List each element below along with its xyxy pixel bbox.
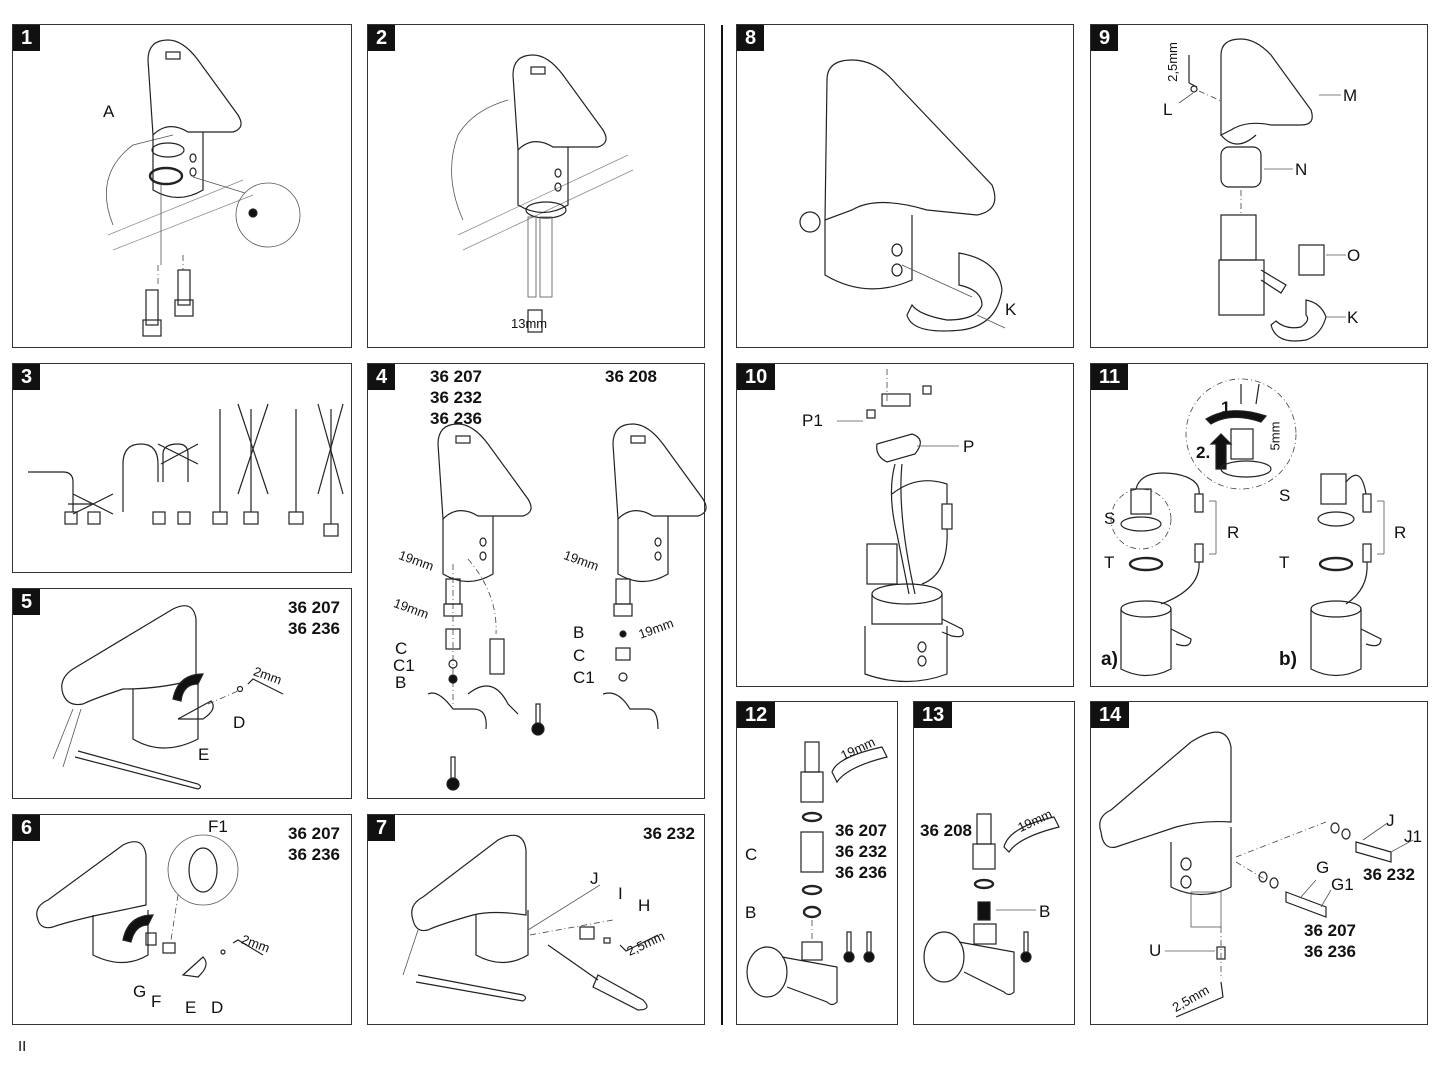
part-label-j: J xyxy=(590,869,599,888)
part-label-d: D xyxy=(233,713,246,732)
step-10-panel: 10 P1 P xyxy=(736,363,1074,687)
part-label-k: K xyxy=(1347,308,1359,327)
reassembly-illustration xyxy=(1099,731,1414,1018)
part-label-t: T xyxy=(1279,553,1290,572)
step-number: 4 xyxy=(368,364,396,390)
part-label-d: D xyxy=(211,998,224,1017)
part-label-f: F xyxy=(151,992,162,1011)
step-number: 7 xyxy=(368,815,396,841)
step-7-panel: 7 36 232 J I H 2,5mm xyxy=(367,814,705,1025)
model-numbers: 36 207 36 236 xyxy=(288,824,340,864)
part-label-b: B xyxy=(745,903,757,922)
key-size-label: 5mm xyxy=(1267,421,1283,451)
step-14-panel: 14 J J1 36 232 G G1 36 207 36 236 U 2,5m… xyxy=(1090,701,1428,1025)
exploded-faucet-illustration xyxy=(1178,38,1346,342)
page-number: II xyxy=(18,1038,27,1055)
part-label-e: E xyxy=(198,745,210,764)
part-label-c1: C1 xyxy=(393,656,415,675)
step-9-panel: 9 2,5mm L M N O K xyxy=(1090,24,1428,348)
model-numbers-right: 36 208 xyxy=(605,367,657,386)
nut-tightening-illustration xyxy=(451,54,634,333)
step-number: 14 xyxy=(1091,702,1130,728)
step-number: 9 xyxy=(1091,25,1119,51)
part-label-p1: P1 xyxy=(802,411,823,430)
step-label-2: 2. xyxy=(1196,443,1211,462)
model-numbers-left: 36 207 36 232 36 236 xyxy=(430,367,482,428)
step-number: 11 xyxy=(1091,364,1129,390)
part-label-r: R xyxy=(1394,523,1407,542)
faucet-removal-illustration xyxy=(106,39,301,337)
electronics-module-illustration xyxy=(837,369,964,683)
temperature-limiter-illustration xyxy=(52,605,284,790)
part-label-b: B xyxy=(1039,902,1051,921)
handle-removal-illustration xyxy=(36,834,264,978)
part-label-t: T xyxy=(1104,553,1115,572)
part-label-g: G xyxy=(1316,858,1330,877)
step-12-panel: 12 36 207 36 232 36 236 19mm C B xyxy=(736,701,898,1025)
part-label-f1: F1 xyxy=(208,817,228,836)
part-label-k: K xyxy=(1005,300,1017,319)
part-label-p: P xyxy=(963,437,975,456)
part-label-c: C xyxy=(395,639,408,658)
step-13-panel: 13 36 208 19mm B xyxy=(913,701,1075,1025)
step-number: 1 xyxy=(13,25,41,51)
model-numbers: 36 208 xyxy=(920,821,972,840)
step-number: 10 xyxy=(737,364,776,390)
part-label-b: B xyxy=(573,623,585,642)
part-label-b: B xyxy=(395,673,407,692)
step-number: 3 xyxy=(13,364,41,390)
step-number: 13 xyxy=(914,702,953,728)
part-label-g1: G1 xyxy=(1331,875,1354,894)
part-label-a: A xyxy=(103,102,115,121)
part-label-l: L xyxy=(1163,100,1173,119)
step-number: 12 xyxy=(737,702,776,728)
flow-restrictor-illustration xyxy=(923,813,1060,996)
model-numbers: 36 232 xyxy=(643,824,695,843)
step-11-panel: 11 1. 2. 5mm S R T a) S R T xyxy=(1090,363,1428,687)
step-2-panel: 2 13mm xyxy=(367,24,705,348)
step-label-1: 1. xyxy=(1221,398,1236,417)
part-label-r: R xyxy=(1227,523,1240,542)
part-label-o: O xyxy=(1347,246,1361,265)
step-number: 6 xyxy=(13,815,41,841)
part-label-g: G xyxy=(133,982,147,1001)
step-4-panel: 4 36 207 36 232 36 236 36 208 19mm 19mm … xyxy=(367,363,707,799)
solenoid-replacement-illustration xyxy=(1110,378,1385,677)
column-divider xyxy=(721,25,723,1025)
model-numbers: 36 207 36 232 36 236 xyxy=(835,821,887,882)
hose-connection-illustration xyxy=(427,423,707,791)
key-size-label: 2,5mm xyxy=(1164,42,1180,82)
model-numbers-g: 36 207 36 236 xyxy=(1304,921,1356,961)
step-3-panel: 3 xyxy=(12,363,352,573)
cartridge-adjust-illustration xyxy=(402,834,659,1011)
part-label-m: M xyxy=(1343,86,1358,105)
part-label-n: N xyxy=(1295,160,1308,179)
step-number: 8 xyxy=(737,25,765,51)
flow-restrictor-illustration xyxy=(746,741,888,1006)
part-label-u: U xyxy=(1149,941,1162,960)
cover-removal-illustration xyxy=(799,59,1006,332)
part-label-c1: C1 xyxy=(573,668,595,687)
hose-bending-illustration xyxy=(28,403,344,537)
model-numbers-j: 36 232 xyxy=(1363,865,1415,884)
part-label-c: C xyxy=(745,845,758,864)
part-label-c: C xyxy=(573,646,586,665)
step-5-panel: 5 36 207 36 236 2mm D E xyxy=(12,588,352,799)
part-label-j1: J1 xyxy=(1404,827,1422,846)
step-6-panel: 6 36 207 36 236 F1 2mm G F E D xyxy=(12,814,352,1025)
step-number: 5 xyxy=(13,589,41,615)
part-label-e: E xyxy=(185,998,197,1017)
part-label-s: S xyxy=(1104,509,1116,528)
variant-label-a: a) xyxy=(1101,649,1118,670)
part-label-i: I xyxy=(618,884,623,903)
part-label-s: S xyxy=(1279,486,1291,505)
step-1-panel: 1 A xyxy=(12,24,352,348)
model-numbers: 36 207 36 236 xyxy=(288,598,340,638)
part-label-j: J xyxy=(1386,811,1395,830)
step-number: 2 xyxy=(368,25,396,51)
step-8-panel: 8 K xyxy=(736,24,1074,348)
part-label-h: H xyxy=(638,896,651,915)
variant-label-b: b) xyxy=(1279,649,1297,670)
socket-size-label: 13mm xyxy=(511,316,548,331)
